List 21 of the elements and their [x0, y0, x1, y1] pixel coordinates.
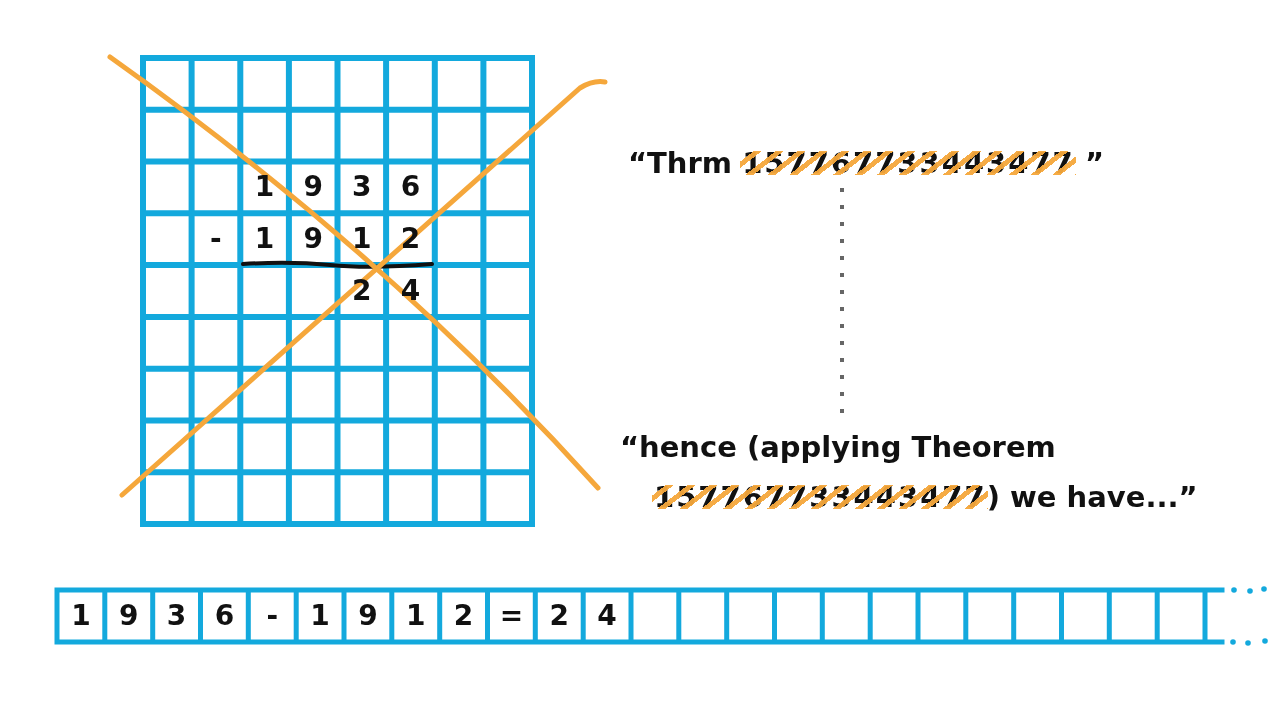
digit: 9 [119, 601, 139, 631]
digit: 3 [166, 601, 187, 631]
digit: 1 [352, 224, 372, 255]
digit: 2 [549, 601, 570, 631]
digit: 1 [406, 601, 426, 631]
digit: 9 [358, 601, 378, 631]
digit: 6 [214, 601, 235, 631]
digit: 3 [352, 172, 372, 203]
digit: 4 [597, 601, 617, 631]
digit: 2 [453, 601, 474, 631]
minus-sign: - [210, 224, 222, 255]
minus-sign: - [266, 601, 279, 631]
digit: 1 [254, 172, 275, 203]
digit: 1 [71, 601, 91, 631]
digit: 1 [310, 601, 330, 631]
digit: 2 [352, 276, 372, 306]
digit: 9 [303, 172, 323, 203]
digit: 9 [303, 224, 323, 255]
digit: 6 [400, 172, 421, 203]
equals-sign: = [499, 601, 524, 631]
digit: 1 [254, 224, 275, 255]
